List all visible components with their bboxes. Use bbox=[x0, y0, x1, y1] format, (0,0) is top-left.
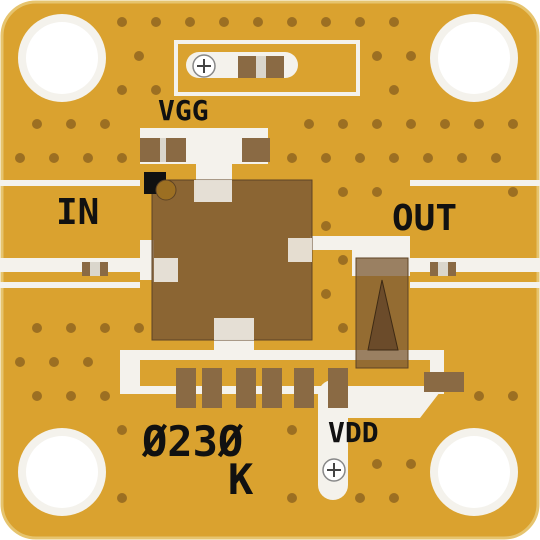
label-out: OUT bbox=[392, 198, 457, 239]
via bbox=[117, 85, 127, 95]
via bbox=[372, 187, 382, 197]
mounting-hole-top-right bbox=[430, 14, 518, 102]
die-pad-rf-out bbox=[288, 238, 312, 262]
via bbox=[389, 17, 399, 27]
via bbox=[440, 119, 450, 129]
via bbox=[219, 17, 229, 27]
die-pad-rf-in bbox=[154, 258, 178, 282]
die-pad-vgg bbox=[194, 180, 232, 202]
via bbox=[100, 391, 110, 401]
via bbox=[474, 119, 484, 129]
via bbox=[253, 17, 263, 27]
via bbox=[389, 85, 399, 95]
via bbox=[134, 51, 144, 61]
via bbox=[100, 323, 110, 333]
via bbox=[304, 119, 314, 129]
via bbox=[151, 85, 161, 95]
via bbox=[321, 221, 331, 231]
via bbox=[185, 17, 195, 27]
via bbox=[287, 153, 297, 163]
via bbox=[321, 17, 331, 27]
via bbox=[117, 425, 127, 435]
via bbox=[100, 119, 110, 129]
via bbox=[406, 459, 416, 469]
label-in: IN bbox=[56, 192, 99, 233]
via bbox=[372, 459, 382, 469]
via bbox=[338, 119, 348, 129]
via bbox=[49, 357, 59, 367]
via bbox=[355, 493, 365, 503]
via bbox=[32, 119, 42, 129]
via bbox=[372, 119, 382, 129]
via bbox=[32, 391, 42, 401]
via bbox=[372, 51, 382, 61]
via-screw-icon bbox=[192, 54, 216, 78]
via bbox=[151, 17, 161, 27]
via bbox=[83, 357, 93, 367]
via bbox=[134, 323, 144, 333]
via bbox=[508, 119, 518, 129]
via bbox=[338, 323, 348, 333]
via bbox=[474, 391, 484, 401]
via bbox=[457, 153, 467, 163]
label-suffix: K bbox=[228, 455, 254, 504]
mounting-hole-bottom-left bbox=[18, 428, 106, 516]
pin1-dot bbox=[155, 179, 177, 201]
via bbox=[287, 493, 297, 503]
via bbox=[287, 425, 297, 435]
output-capacitor bbox=[355, 257, 409, 369]
via bbox=[406, 51, 416, 61]
via bbox=[117, 493, 127, 503]
via bbox=[508, 187, 518, 197]
die-pad-vdd bbox=[214, 318, 254, 340]
mounting-hole-top-left bbox=[18, 14, 106, 102]
via-screw-vdd bbox=[322, 458, 346, 482]
via bbox=[338, 187, 348, 197]
label-vgg: VGG bbox=[158, 94, 209, 127]
via bbox=[423, 153, 433, 163]
via bbox=[389, 153, 399, 163]
label-vdd: VDD bbox=[328, 416, 379, 449]
vgg-resistor-top bbox=[238, 56, 284, 78]
via-field bbox=[15, 17, 518, 503]
via bbox=[321, 289, 331, 299]
mounting-hole-bottom-right bbox=[430, 428, 518, 516]
via bbox=[491, 153, 501, 163]
capacitor-triangle-icon bbox=[367, 279, 399, 351]
via bbox=[32, 323, 42, 333]
via bbox=[83, 153, 93, 163]
via bbox=[66, 323, 76, 333]
via bbox=[117, 17, 127, 27]
via bbox=[389, 493, 399, 503]
output-dc-block bbox=[430, 262, 456, 276]
input-dc-block bbox=[82, 262, 108, 276]
via bbox=[508, 391, 518, 401]
via bbox=[66, 391, 76, 401]
via bbox=[355, 17, 365, 27]
via bbox=[49, 153, 59, 163]
via bbox=[287, 17, 297, 27]
vdd-components bbox=[176, 368, 464, 408]
via bbox=[66, 119, 76, 129]
vgg-cap-right bbox=[242, 138, 270, 162]
label-part-number: Ø23Ø bbox=[141, 417, 244, 466]
vgg-cap-left bbox=[140, 138, 186, 162]
via bbox=[117, 153, 127, 163]
via bbox=[406, 119, 416, 129]
via bbox=[15, 153, 25, 163]
via bbox=[355, 153, 365, 163]
via bbox=[321, 153, 331, 163]
via bbox=[338, 255, 348, 265]
via bbox=[15, 357, 25, 367]
